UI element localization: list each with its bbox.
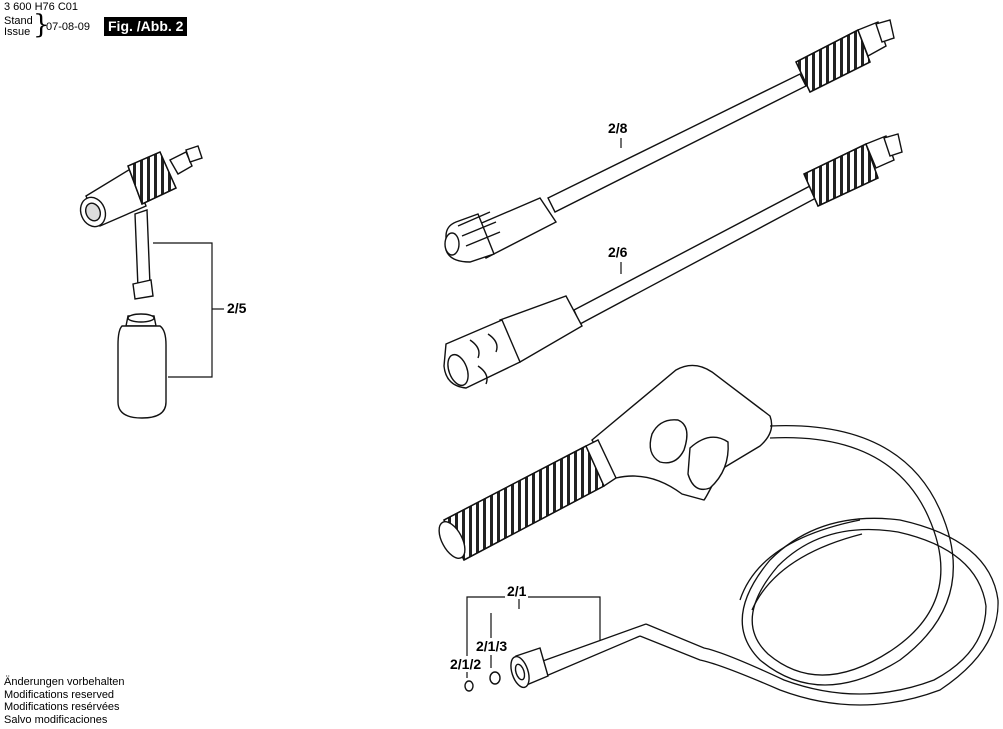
high-pressure-hose	[539, 424, 999, 706]
issue-date: 07-08-09	[46, 21, 91, 33]
figure-label: Fig. /Abb. 2	[104, 17, 188, 36]
notice-line-es: Salvo modificaciones	[4, 713, 108, 726]
o-ring-2-1-3	[489, 671, 501, 685]
leader-2-5	[153, 242, 213, 378]
stand-label: Stand	[4, 15, 33, 27]
spray-lance-2-6	[443, 133, 903, 389]
notice-line-en: Modifications reserved	[4, 688, 115, 701]
notice-line-fr: Modifications resérvées	[4, 701, 120, 713]
spray-lance-2-8	[444, 19, 895, 263]
stand-issue-labels: Stand Issue	[4, 16, 33, 38]
foam-nozzle-assembly	[79, 145, 203, 419]
callout-2-1-2: 2/1/2	[448, 656, 484, 672]
trigger-gun	[438, 364, 773, 561]
callout-2-1-3: 2/1/3	[474, 638, 510, 654]
part-number: 3 600 H76 C01	[4, 1, 78, 13]
leader-2-1	[466, 596, 601, 678]
brace-symbol: }	[33, 10, 50, 40]
o-ring-2-1-2	[464, 680, 474, 692]
callout-2-1: 2/1	[505, 583, 529, 599]
notice-line-de: Änderungen vorbehalten	[4, 676, 125, 688]
callout-2-5: 2/5	[225, 300, 249, 316]
callout-2-6: 2/6	[606, 244, 630, 260]
callout-2-8: 2/8	[606, 120, 630, 136]
modifications-notice: Änderungen vorbehalten Modifications res…	[4, 676, 124, 726]
issue-label: Issue	[4, 26, 31, 38]
hose-coupling	[464, 647, 549, 692]
